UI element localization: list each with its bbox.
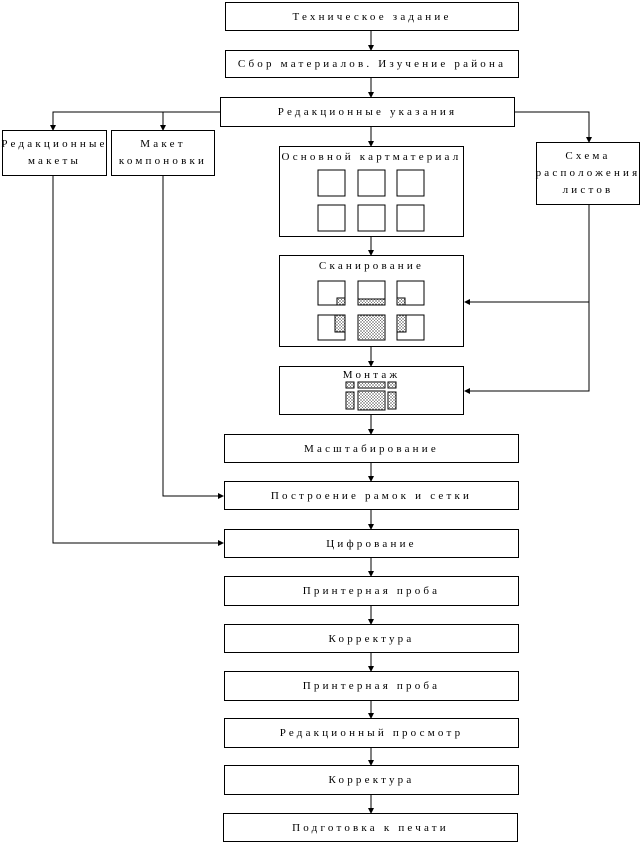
tech-task-box: Техническое задание bbox=[225, 2, 519, 31]
printer-proof-2-box: Принтерная проба bbox=[224, 671, 519, 701]
line-scheme-to-montage bbox=[464, 205, 590, 394]
collect-box: Сбор материалов. Изучение района bbox=[225, 50, 519, 78]
proofreading-2-box: Корректура bbox=[224, 765, 519, 795]
frames-grid-box: Построение рамок и сетки bbox=[224, 481, 519, 510]
basemap-material-box: Основной картматериал bbox=[279, 146, 464, 237]
montage-box: Монтаж bbox=[279, 366, 464, 415]
print-prep-label: Подготовка к печати bbox=[292, 821, 449, 834]
digitizing-label: Цифрование bbox=[326, 537, 417, 550]
editorial-layouts-label: Редакционные макеты bbox=[1, 138, 108, 167]
proofreading-2-label: Корректура bbox=[328, 774, 415, 786]
editorial-review-label: Редакционный просмотр bbox=[279, 727, 464, 739]
scanning-label: Сканирование bbox=[318, 260, 425, 272]
printer-proof-1-label: Принтерная проба bbox=[302, 585, 441, 597]
basemap-material-label: Основной картматериал bbox=[281, 151, 462, 163]
printer-proof-1-box: Принтерная проба bbox=[224, 576, 519, 606]
editorial-instructions-label: Редакционные указания bbox=[277, 106, 458, 118]
basemap-thumbnails bbox=[317, 169, 425, 232]
editorial-layouts-box: Редакционные макеты bbox=[1, 130, 108, 176]
composition-layout-label: Макет компоновки bbox=[118, 138, 208, 167]
line-layout-to-frames bbox=[162, 176, 224, 499]
scaling-box: Масштабирование bbox=[224, 434, 519, 463]
proofreading-1-label: Корректура bbox=[328, 632, 415, 645]
proofreading-1-box: Корректура bbox=[224, 624, 519, 653]
montage-label: Монтаж bbox=[342, 369, 401, 381]
sheet-layout-scheme-label: Схема расположения листов bbox=[535, 150, 641, 196]
branch-left bbox=[50, 111, 220, 131]
tech-task-label: Техническое задание bbox=[292, 10, 452, 23]
print-prep-box: Подготовка к печати bbox=[223, 813, 518, 842]
composition-layout-box: Макет компоновки bbox=[111, 130, 215, 176]
collect-label: Сбор материалов. Изучение района bbox=[237, 58, 507, 70]
digitizing-box: Цифрование bbox=[224, 529, 519, 558]
scanning-box: Сканирование bbox=[279, 255, 464, 347]
line-editorial-to-digitizing bbox=[52, 176, 224, 546]
montage-thumbnail bbox=[345, 381, 397, 411]
scaling-label: Масштабирование bbox=[304, 442, 439, 455]
scanning-thumbnails bbox=[317, 280, 425, 341]
sheet-layout-scheme-box: Схема расположения листов bbox=[536, 142, 640, 205]
branch-right bbox=[515, 111, 592, 143]
editorial-review-box: Редакционный просмотр bbox=[224, 718, 519, 748]
printer-proof-2-label: Принтерная проба bbox=[302, 680, 441, 692]
editorial-instructions-box: Редакционные указания bbox=[220, 97, 515, 127]
frames-grid-label: Построение рамок и сетки bbox=[270, 489, 473, 502]
